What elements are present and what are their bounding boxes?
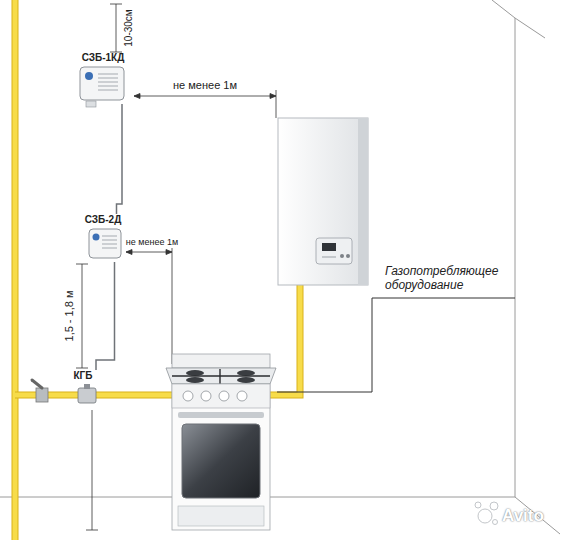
gas-pipe [15, 0, 300, 540]
callout-label: Газопотребляющее оборудование [385, 264, 513, 293]
valve-symbol [78, 384, 96, 403]
watermark: Avito [502, 506, 544, 526]
watermark-logo [475, 502, 498, 525]
gas-detector [89, 229, 121, 258]
detector-box: СЗБ-1КД [74, 52, 132, 104]
dimension-label: не менее 1м [126, 237, 178, 248]
detector-cable [117, 104, 123, 214]
valve-box: КГБ [62, 370, 104, 408]
gas-stove [166, 354, 276, 530]
detector-cable [96, 262, 115, 370]
dimension-lines [76, 4, 276, 530]
detector-box: СЗБ-2Д [82, 214, 125, 262]
leader-line [277, 298, 515, 392]
dimension-label: 1,5 - 1,8 м [63, 291, 76, 342]
room-lines [0, 0, 560, 534]
dimension-label: 10-30см [123, 9, 135, 46]
gas-boiler [278, 118, 368, 285]
device-label: КГБ [62, 370, 104, 382]
gas-tap [32, 380, 48, 402]
device-label: СЗБ-1КД [74, 52, 132, 64]
gas-detector [80, 67, 124, 107]
device-label: СЗБ-2Д [82, 214, 125, 226]
dimension-label: не менее 1м [173, 79, 237, 92]
